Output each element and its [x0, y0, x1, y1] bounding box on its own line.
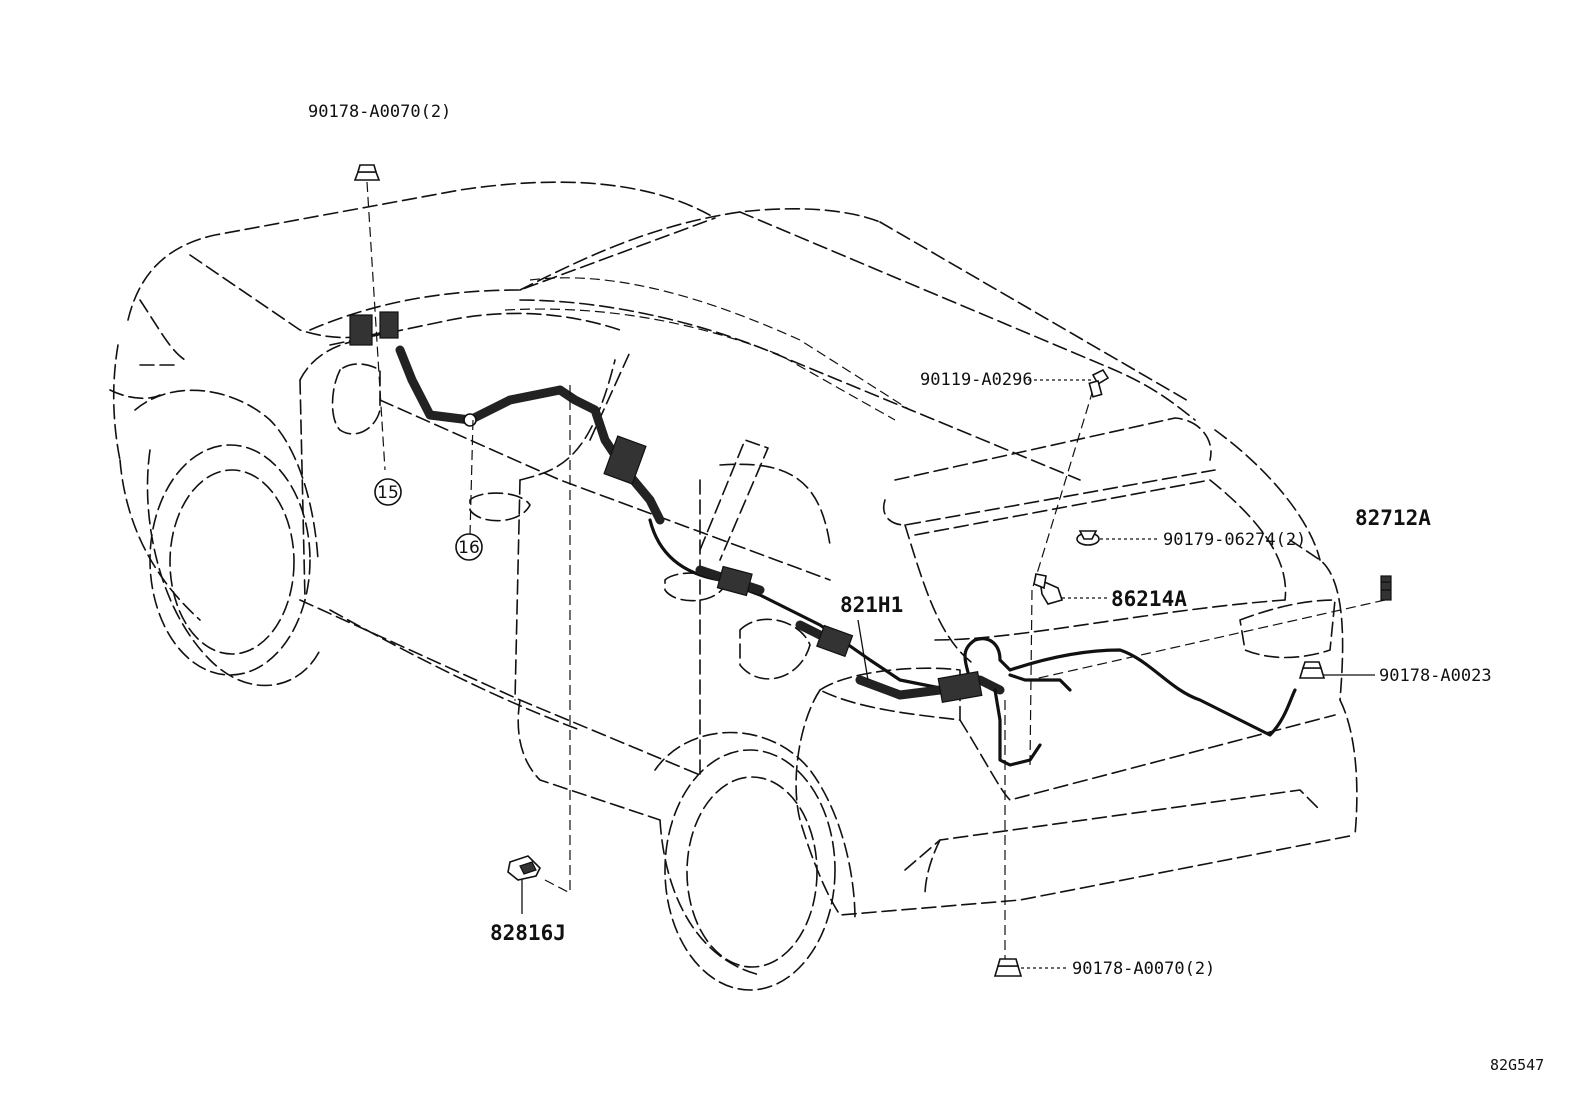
- connector-f: [937, 671, 983, 703]
- label-part-right: 82712A: [1355, 506, 1431, 530]
- connector-e: [816, 624, 854, 658]
- ref-number-15: 15: [377, 483, 399, 503]
- ref-circle-16: [455, 533, 483, 561]
- connector-a: [349, 314, 373, 346]
- clip-icon: [1076, 530, 1100, 546]
- connector-b: [379, 311, 399, 339]
- nut-bottom-icon: [993, 958, 1023, 977]
- label-nut-right: 90178-A0023: [1379, 666, 1492, 686]
- label-bracket: 86214A: [1111, 587, 1187, 611]
- connector-d: [716, 565, 753, 597]
- ref-number-16: 16: [458, 538, 480, 558]
- part-82712a-icon: [1380, 575, 1392, 601]
- vehicle-outline: [109, 181, 1358, 991]
- label-harness: 821H1: [840, 593, 903, 617]
- ref-circle-15: [374, 478, 402, 506]
- wire-harness-821h1: [349, 311, 1297, 767]
- nut-right-icon: [1298, 661, 1326, 679]
- label-bolt-roof: 90119-A0296: [920, 370, 1033, 390]
- bracket-icon: [1033, 573, 1064, 605]
- part-labels: 90178-A0070(2) 90119-A0296 90179-06274(2…: [308, 102, 1544, 1074]
- label-clip-rear: 90179-06274(2): [1163, 530, 1306, 550]
- label-nut-bottom: 90178-A0070(2): [1072, 959, 1215, 979]
- leader-lines: [366, 181, 1386, 969]
- nut-top-icon: [353, 164, 381, 181]
- grommet: [463, 413, 477, 427]
- label-clip-sill: 82816J: [490, 921, 566, 945]
- connector-c: [603, 435, 647, 485]
- bolt-icon: [1088, 368, 1110, 398]
- diagram-code: 82G547: [1490, 1056, 1544, 1074]
- label-nut-top: 90178-A0070(2): [308, 102, 451, 122]
- hardware: [353, 164, 1392, 977]
- sill-clip-icon: [507, 855, 541, 881]
